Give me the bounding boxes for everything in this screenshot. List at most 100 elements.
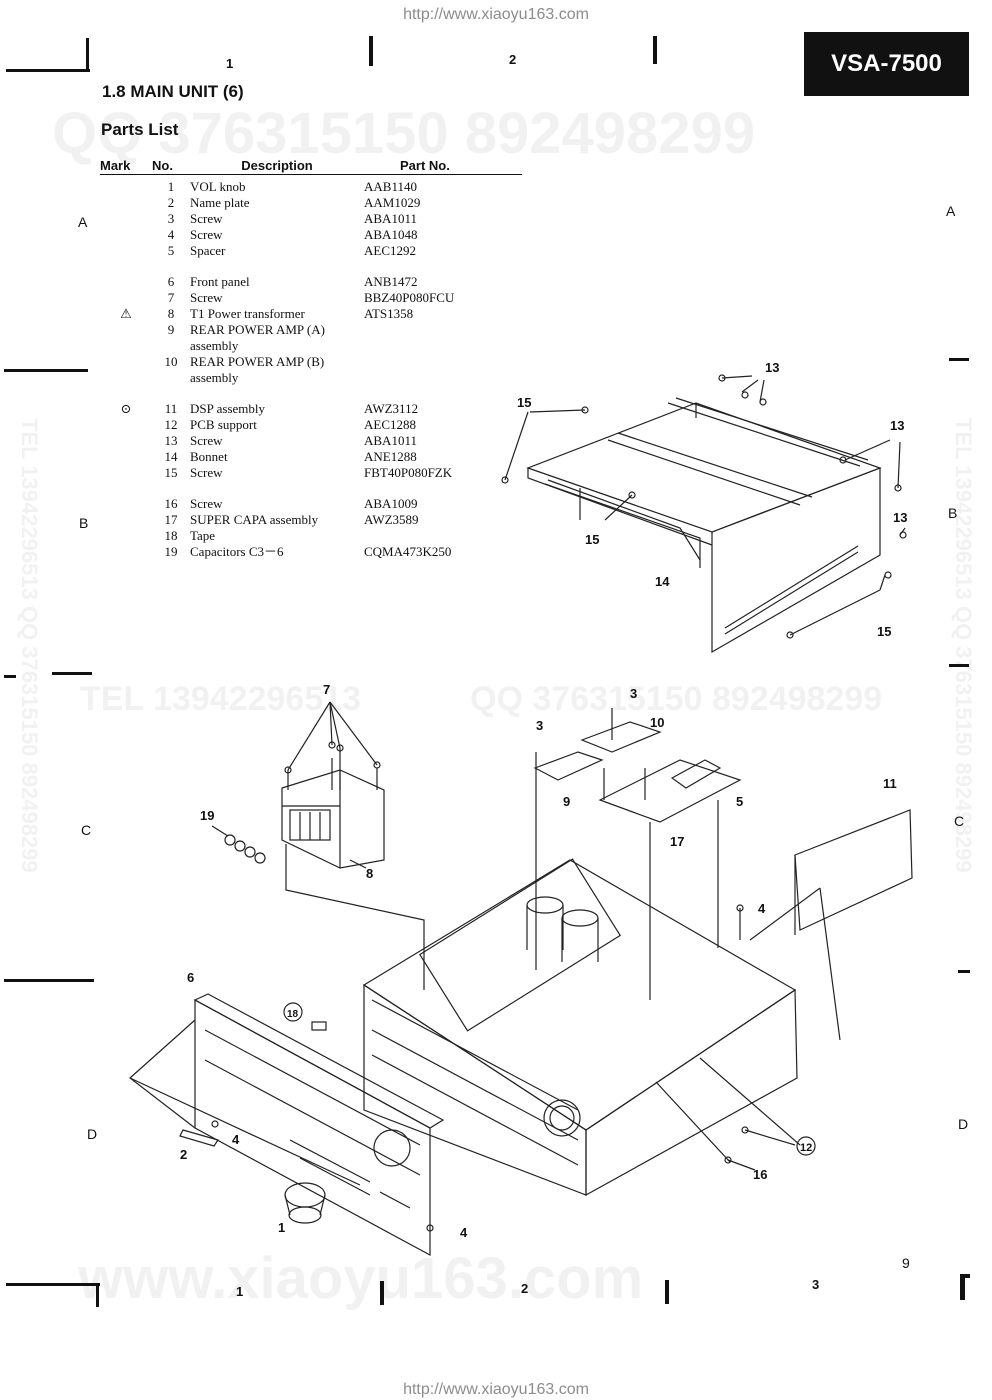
- part-number: AAB1140: [364, 179, 417, 194]
- border-tick: [949, 664, 969, 667]
- callout-15: 15: [877, 624, 891, 639]
- part-description: Capacitors C3－6: [190, 544, 284, 559]
- callout-3: 3: [630, 686, 637, 701]
- callout-17: 17: [670, 834, 684, 849]
- part-item-number: 18: [164, 528, 178, 543]
- callout-6: 6: [187, 970, 194, 985]
- border-tick: [86, 38, 89, 72]
- grid-row-d-left: D: [87, 1126, 98, 1142]
- part-item-number: 13: [164, 433, 178, 448]
- callout-4: 4: [460, 1225, 468, 1240]
- part-item-number: 11: [164, 401, 178, 416]
- callout-19: 19: [200, 808, 214, 823]
- part-item-number: 6: [167, 274, 175, 289]
- part-number: AEC1288: [364, 417, 416, 432]
- callout-4: 4: [232, 1132, 240, 1147]
- front-panel-drawing: [129, 904, 796, 1257]
- part-item-number: 2: [167, 195, 175, 210]
- grid-row-c-right: C: [954, 813, 965, 829]
- grid-row-a-left: A: [78, 214, 88, 230]
- part-item-number: 7: [167, 290, 175, 305]
- grid-col-1-top: 1: [226, 56, 234, 71]
- callout-13: 13: [893, 510, 907, 525]
- part-description: Screw: [190, 227, 223, 242]
- border-tick: [665, 1280, 669, 1304]
- callout-15: 15: [517, 395, 531, 410]
- grid-row-c-left: C: [81, 822, 92, 838]
- border-tick: [653, 36, 657, 64]
- part-number: ATS1358: [364, 306, 414, 321]
- grid-row-a-right: A: [946, 203, 956, 219]
- grid-row-b-right: B: [948, 505, 958, 521]
- part-number: AWZ3112: [364, 401, 419, 416]
- border-tick: [4, 369, 88, 372]
- parts-row: 19 Capacitors C3－6 CQMA473K250: [100, 544, 522, 560]
- callout-15: 15: [585, 532, 599, 547]
- callout-16: 16: [753, 1167, 767, 1182]
- callout-11: 11: [883, 776, 897, 791]
- source-url-top[interactable]: http://www.xiaoyu163.com: [403, 6, 589, 23]
- part-item-number: 5: [167, 243, 175, 258]
- border-tick: [960, 1274, 970, 1278]
- grid-col-2-top: 2: [509, 52, 517, 67]
- grid-row-b-left: B: [79, 515, 89, 531]
- transformer-drawing: [211, 701, 425, 990]
- header-mark: Mark: [100, 158, 152, 175]
- part-item-number: 3: [167, 211, 175, 226]
- callout-12: 12: [800, 1142, 812, 1154]
- parts-row: 15 Screw FBT40P080FZK: [100, 465, 522, 481]
- part-description: Tape: [190, 528, 216, 543]
- callout-2: 2: [180, 1147, 187, 1162]
- part-number: ABA1048: [364, 227, 418, 242]
- part-item-number: 4: [167, 227, 175, 242]
- callout-7: 7: [323, 682, 330, 697]
- callout-1: 1: [278, 1220, 285, 1235]
- header-description: Description: [190, 158, 364, 175]
- boards-drawing: [533, 708, 913, 1041]
- part-description: REAR POWER AMP (B) assembly: [190, 354, 325, 385]
- parts-row: 3 Screw ABA1011: [100, 211, 522, 227]
- callout-3: 3: [536, 718, 543, 733]
- callout-4: 4: [758, 901, 766, 916]
- part-description: Screw: [190, 211, 223, 226]
- part-item-number: 15: [164, 465, 178, 480]
- part-description: Screw: [190, 290, 223, 305]
- grid-row-d-right: D: [958, 1116, 969, 1132]
- part-number: CQMA473K250: [364, 544, 452, 559]
- grid-col-1-bottom: 1: [236, 1284, 244, 1299]
- part-number: ABA1011: [364, 433, 417, 448]
- grid-col-3-bottom: 3: [812, 1277, 820, 1292]
- bonnet-drawing: [501, 374, 907, 654]
- part-description: Screw: [190, 496, 223, 511]
- part-number: FBT40P080FZK: [364, 465, 453, 480]
- border-tick: [380, 1281, 384, 1305]
- border-tick: [6, 69, 90, 72]
- callout-13: 13: [890, 418, 904, 433]
- part-item-number: 10: [164, 354, 178, 369]
- mark-symbol: ⚠: [120, 306, 132, 321]
- part-description: Name plate: [190, 195, 250, 210]
- part-number: ABA1011: [364, 211, 417, 226]
- part-number: AEC1292: [364, 243, 416, 258]
- page-number: 9: [902, 1255, 910, 1271]
- parts-row: 10 REAR POWER AMP (B) assembly: [100, 354, 522, 386]
- source-url-bottom[interactable]: http://www.xiaoyu163.com: [403, 1381, 589, 1398]
- part-description: Spacer: [190, 243, 226, 258]
- callout-8: 8: [366, 866, 373, 881]
- parts-row: 18 Tape: [100, 528, 522, 544]
- part-description: Screw: [190, 433, 223, 448]
- part-number: ABA1009: [364, 496, 418, 511]
- part-item-number: 9: [167, 322, 175, 337]
- border-tick: [4, 675, 16, 678]
- parts-row: 4 Screw ABA1048: [100, 227, 522, 243]
- part-description: Screw: [190, 465, 223, 480]
- part-item-number: 19: [164, 544, 178, 559]
